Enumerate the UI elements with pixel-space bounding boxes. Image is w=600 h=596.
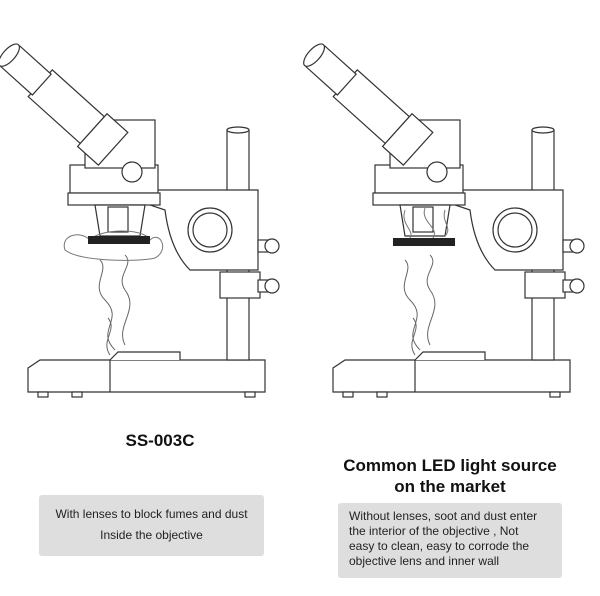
left-title: SS-003C xyxy=(125,431,195,450)
fume-cloud-icon xyxy=(63,230,164,261)
right-note-box: Without lenses, soot and dust enter the … xyxy=(338,503,562,578)
right-title-line: on the market xyxy=(394,477,506,496)
right-note-line: objective lens and inner wall xyxy=(349,554,500,568)
right-note-line: the interior of the objective , Not xyxy=(349,524,519,538)
left-microscope xyxy=(0,34,280,398)
microscope-illustrations xyxy=(0,34,585,398)
right-note-line: Without lenses, soot and dust enter xyxy=(349,509,538,523)
protective-lens xyxy=(88,236,150,244)
left-note-line: With lenses to block fumes and dust xyxy=(55,507,248,521)
left-note-box: With lenses to block fumes and dust Insi… xyxy=(39,495,264,556)
left-note-line: Inside the objective xyxy=(100,528,203,542)
right-title: Common LED light source on the market xyxy=(310,455,590,497)
right-microscope xyxy=(294,34,585,398)
right-note-line: easy to clean, easy to corrode the xyxy=(349,539,530,553)
led-ring xyxy=(393,238,455,246)
fume-inside-objective-icon xyxy=(403,207,449,239)
right-title-line: Common LED light source xyxy=(343,456,557,475)
